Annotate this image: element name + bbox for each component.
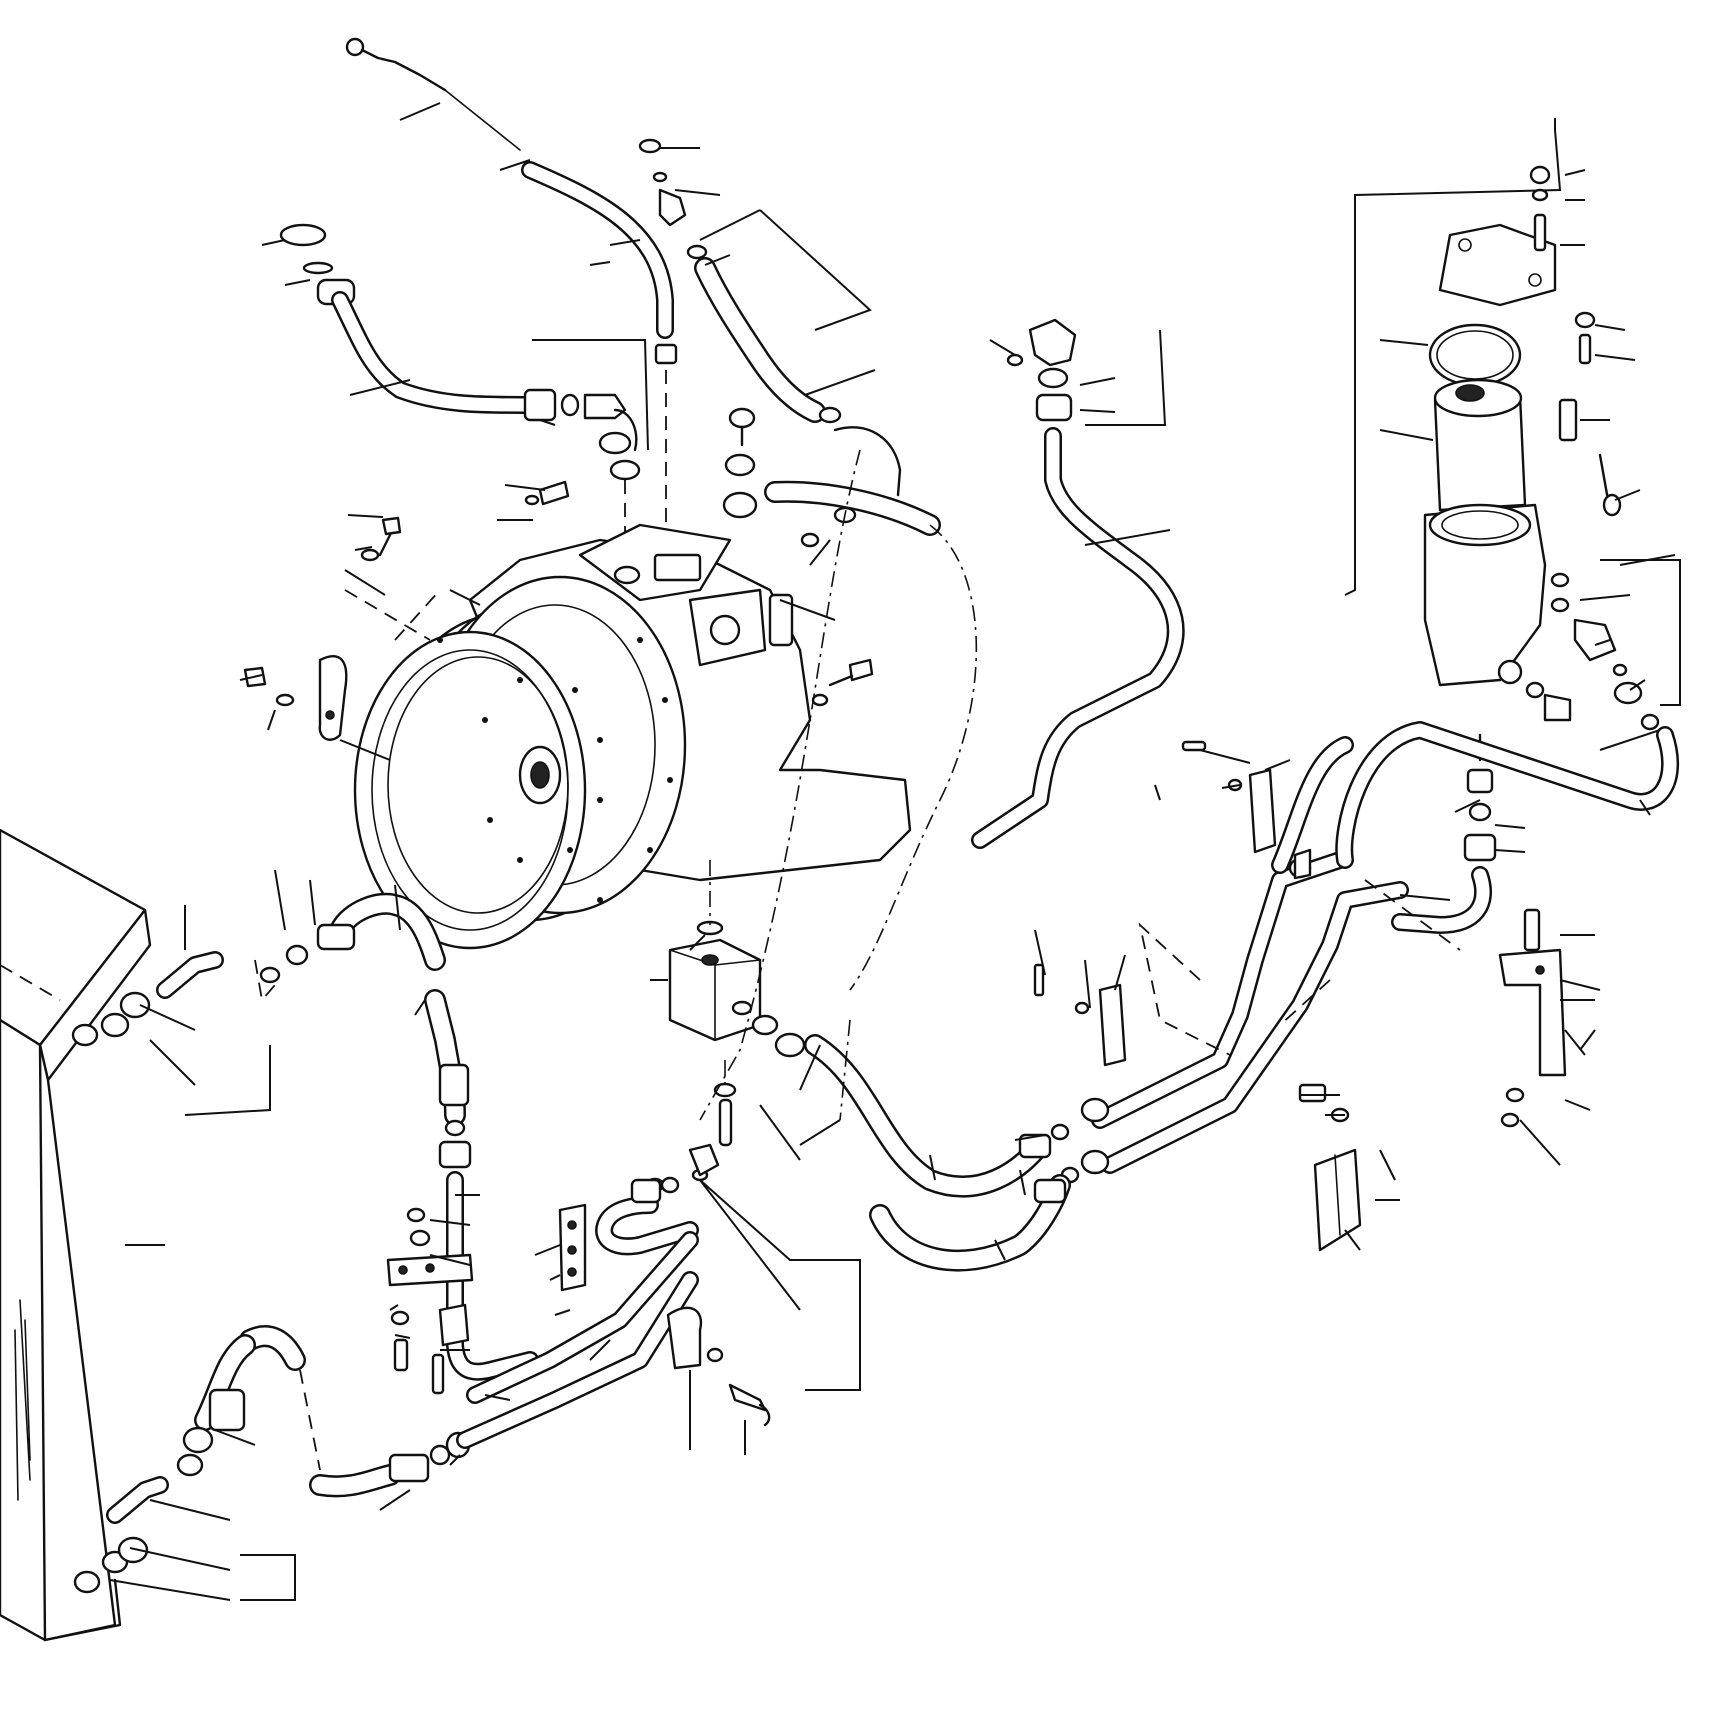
- mounting-brackets: [1033, 740, 1567, 1252]
- transmission-housing: [353, 523, 912, 950]
- dipstick-tube: [345, 37, 678, 540]
- leader-lines: [109, 102, 1676, 1601]
- cooler-lines: [971, 318, 1679, 1184]
- radiator-fittings: [71, 951, 224, 1594]
- leader-bracket: [1344, 118, 1562, 596]
- filter-bolts: [1525, 165, 1660, 731]
- breather-fittings: [638, 138, 842, 424]
- dashed-connector: [254, 959, 276, 1003]
- housing-bolts: [243, 480, 874, 741]
- flex-hoses: [804, 1019, 1071, 1272]
- leader-bracket: [532, 339, 649, 451]
- center-lines: [456, 1176, 699, 1449]
- dashdot-connector: [699, 449, 978, 1121]
- oil-cooler-radiator: [0, 828, 152, 1642]
- lower-left-hoses: [176, 1325, 471, 1498]
- clamp-brackets: [386, 1203, 771, 1427]
- left-hoses: [259, 892, 539, 1381]
- dashed-connector: [0, 964, 61, 1001]
- leader-bracket: [1600, 559, 1681, 706]
- valve-block: [645, 860, 806, 1193]
- leader-bracket: [699, 1104, 861, 1391]
- leader-bracket: [699, 209, 872, 331]
- leader-line: [1559, 979, 1601, 1056]
- filler-pipe: [279, 223, 641, 545]
- breather-plug: [722, 407, 941, 548]
- dashed-connector: [344, 589, 441, 641]
- oil-filter-assembly: [1423, 223, 1557, 687]
